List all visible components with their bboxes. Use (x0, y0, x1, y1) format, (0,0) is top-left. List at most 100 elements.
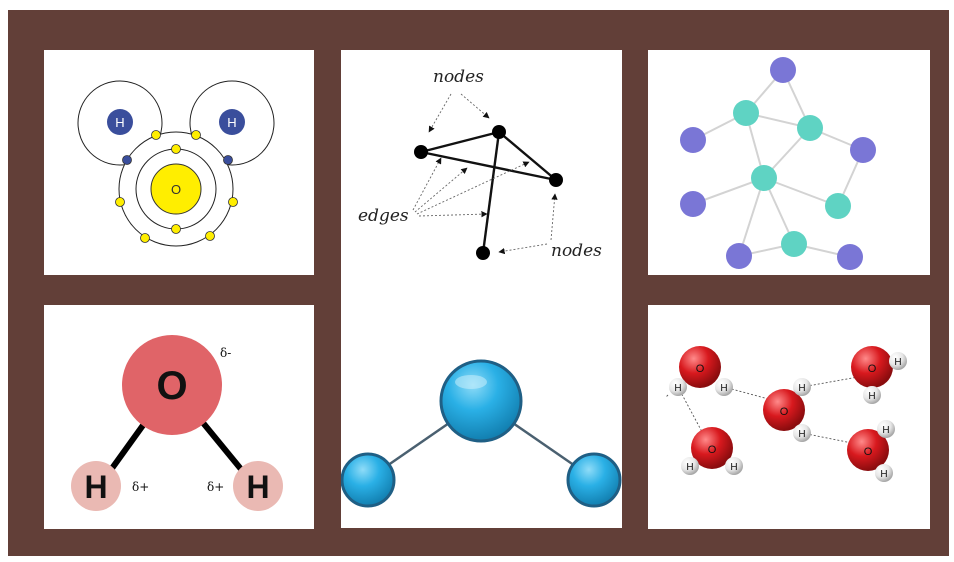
hydrogen-atom (889, 352, 907, 370)
water-molecule-diagram: O δ- H δ+ H δ+ (44, 305, 314, 529)
graph-node (549, 173, 563, 187)
oxygen-atom (691, 427, 733, 469)
water-molecule-4: O H H (851, 346, 907, 404)
graph-node (414, 145, 428, 159)
water-molecule-3: O H H (763, 378, 811, 442)
oxygen-label: O (864, 446, 873, 458)
oxygen-atom (763, 389, 805, 431)
label-edges: edges (358, 206, 409, 226)
hydrogen-atom (793, 378, 811, 396)
hydrogen-atom (715, 378, 733, 396)
network-node-inner (751, 165, 777, 191)
network-node-inner (825, 193, 851, 219)
pointer-arrow (416, 161, 530, 215)
hydrogen-label: H (674, 383, 681, 394)
graph-edge (420, 150, 557, 182)
hydrogen-label: H (798, 429, 805, 440)
network-node-outer (770, 57, 796, 83)
ball-center (439, 359, 523, 443)
oxygen-label: O (156, 364, 187, 408)
hydrogen-label: H (730, 462, 737, 473)
network-node-outer (680, 191, 706, 217)
pointer-arrow (412, 157, 442, 211)
oxygen-atom (679, 346, 721, 388)
hydrogen-left-charge: δ+ (132, 480, 149, 494)
oxygen-atom (122, 335, 222, 435)
hydrogen-label: H (720, 383, 727, 394)
hydrogen-label: H (880, 469, 887, 480)
hydrogen-left-label: H (84, 469, 107, 505)
hydrogen-left-nucleus (107, 109, 133, 135)
ball-highlight (455, 375, 487, 389)
pointer-arrow (428, 93, 452, 133)
shared-electron (223, 155, 233, 165)
hydrogen-left-atom (71, 461, 121, 511)
hydrogen-label: H (882, 425, 889, 436)
oxygen-label: O (868, 363, 877, 375)
pointer-arrow (498, 243, 548, 255)
graph-edge (420, 130, 500, 154)
oxygen-atom (847, 429, 889, 471)
hydrogen-bond (665, 394, 669, 398)
hydrogen-bond (801, 376, 859, 388)
network-node-inner (797, 115, 823, 141)
hydrogen-right-nucleus (219, 109, 245, 135)
oxygen-label: O (780, 406, 789, 418)
hydrogen-bond-diagram: O H H O H H O H H O H H (648, 305, 930, 529)
graph-edge (498, 131, 557, 181)
water-molecule-1: O H H (669, 346, 733, 396)
hydrogen-label: H (798, 383, 805, 394)
network-edge (738, 177, 765, 257)
hydrogen-left-shell (77, 80, 163, 166)
oxygen-nucleus (150, 163, 202, 215)
hydrogen-label: H (868, 391, 875, 402)
network-node-outer (726, 243, 752, 269)
ball-left (341, 452, 396, 508)
pointer-arrow (414, 167, 468, 213)
graph-and-ball-model-panel: nodes edges nodes (341, 50, 622, 528)
network-node-outer (837, 244, 863, 270)
hydrogen-label: H (686, 462, 693, 473)
oxygen-label: O (708, 444, 717, 456)
network-graph (648, 50, 930, 275)
electron (140, 233, 150, 243)
electron (191, 130, 201, 140)
hydrogen-right-label: H (246, 469, 269, 505)
pointer-arrow (550, 193, 558, 241)
electron (171, 224, 181, 234)
graph-node (476, 246, 490, 260)
electron (115, 197, 125, 207)
label-nodes-bottom: nodes (551, 241, 602, 261)
network-edge (763, 177, 839, 207)
water-molecule-5: O H H (847, 420, 895, 482)
hydrogen-left-label: H (115, 115, 124, 130)
network-node-outer (850, 137, 876, 163)
graph-edge (481, 131, 501, 254)
hydrogen-atom (725, 457, 743, 475)
hydrogen-label: H (894, 357, 901, 368)
hydrogen-right-atom (233, 461, 283, 511)
hydrogen-atom (877, 420, 895, 438)
electron (205, 231, 215, 241)
pointer-arrow (418, 211, 488, 218)
oxygen-nucleus-label: O (171, 182, 181, 197)
oxygen-atom (851, 346, 893, 388)
hydrogen-atom (875, 464, 893, 482)
pointer-arrow (460, 93, 490, 119)
network-node-inner (733, 100, 759, 126)
network-node-outer (680, 127, 706, 153)
oxygen-label: O (696, 363, 705, 375)
hydrogen-atom (669, 378, 687, 396)
hydrogen-right-shell (189, 80, 275, 166)
electron-shell-diagram: O H H (44, 50, 314, 275)
hydrogen-right-label: H (227, 115, 236, 130)
network-node-inner (781, 231, 807, 257)
hydrogen-atom (681, 457, 699, 475)
electron (171, 144, 181, 154)
electron (151, 130, 161, 140)
oxygen-charge: δ- (220, 346, 231, 360)
graph-node (492, 125, 506, 139)
ball-right (566, 452, 622, 508)
hydrogen-atom (863, 386, 881, 404)
hydrogen-right-charge: δ+ (207, 480, 224, 494)
